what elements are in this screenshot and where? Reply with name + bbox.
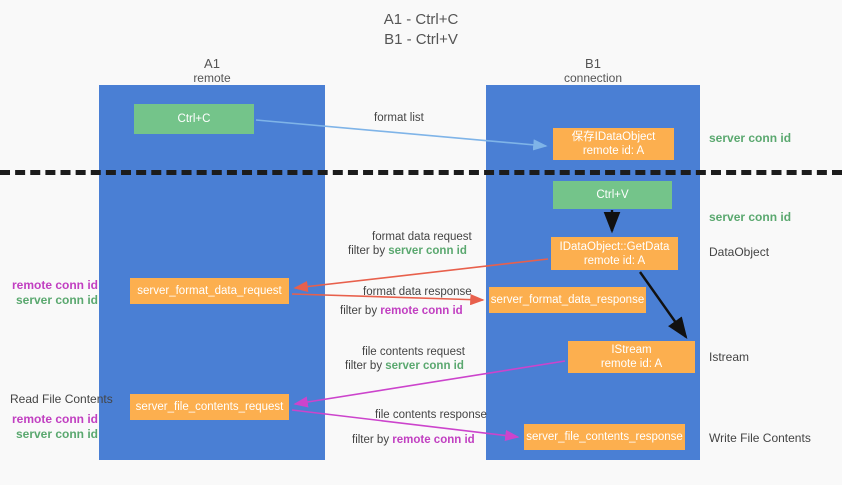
edge-label-file-contents-response: file contents response (375, 409, 487, 421)
lane-header-a1: A1 remote (99, 56, 325, 86)
annotation-read-file-contents: Read File Contents (10, 392, 113, 406)
node-ctrl-c[interactable]: Ctrl+C (134, 104, 254, 134)
filter-key-fdresp: remote conn id (380, 305, 463, 317)
lane-a1-name: A1 (204, 56, 220, 71)
edge-label-format-data-request: format data request (372, 231, 472, 243)
annotation-remote-conn-id-file: remote conn id (11, 412, 98, 426)
node-server-file-contents-response[interactable]: server_file_contents_response (524, 424, 685, 450)
node-getdata-line2: remote id: A (583, 254, 646, 267)
node-istream-line2: remote id: A (600, 358, 663, 370)
filter-prefix-fdreq: filter by (348, 245, 389, 257)
node-server-format-data-request[interactable]: server_format_data_request (130, 278, 289, 304)
filter-prefix-fcresp: filter by (352, 434, 393, 446)
node-server-file-contents-request[interactable]: server_file_contents_request (130, 394, 289, 420)
lane-b1-name: B1 (585, 56, 601, 71)
filter-prefix-fcreq: filter by (345, 360, 386, 372)
edge-label-format-data-response: format data response (363, 286, 472, 298)
edge-label-file-contents-request-filter: filter by server conn id (345, 359, 464, 374)
node-ctrl-c-label: Ctrl+C (177, 113, 211, 125)
node-save-idataobject-line1: 保存IDataObject (571, 131, 656, 143)
node-save-idataobject[interactable]: 保存IDataObject remote id: A (553, 128, 674, 160)
node-istream-line1: IStream (611, 344, 652, 356)
edge-label-format-list: format list (374, 112, 424, 124)
annotation-remote-conn-id-format: remote conn id (11, 278, 98, 292)
annotation-write-file-contents: Write File Contents (709, 431, 811, 445)
node-server-format-data-response-label: server_format_data_response (490, 294, 645, 306)
edge-label-file-contents-request: file contents request (362, 346, 465, 358)
annotation-server-conn-id-format: server conn id (15, 293, 98, 307)
node-server-format-data-response[interactable]: server_format_data_response (489, 287, 646, 313)
title-line-1: A1 - Ctrl+C (383, 11, 459, 28)
node-server-file-contents-request-label: server_file_contents_request (135, 401, 284, 413)
node-getdata-line1: IDataObject::GetData (559, 240, 670, 253)
node-server-file-contents-response-label: server_file_contents_response (526, 431, 683, 443)
annotation-istream: Istream (709, 350, 750, 364)
diagram-title: A1 - Ctrl+C B1 - Ctrl+V (0, 10, 842, 50)
node-save-idataobject-line2: remote id: A (582, 145, 645, 157)
filter-key-fcreq: server conn id (385, 360, 464, 372)
time-divider (0, 170, 842, 175)
annotation-server-conn-id-top: server conn id (709, 131, 792, 145)
lane-a1-sub: remote (193, 71, 231, 85)
filter-prefix-fdresp: filter by (340, 305, 381, 317)
node-server-format-data-request-label: server_format_data_request (137, 285, 282, 297)
node-ctrl-v-label: Ctrl+V (596, 189, 629, 201)
lane-b1-sub: connection (563, 71, 623, 85)
title-line-2: B1 - Ctrl+V (384, 31, 458, 48)
filter-key-fdreq: server conn id (388, 245, 467, 257)
node-idataobject-getdata[interactable]: IDataObject::GetData remote id: A (551, 237, 678, 270)
filter-key-fcresp: remote conn id (392, 434, 475, 446)
annotation-conn-ids-file: remote conn id server conn id (10, 412, 98, 442)
edge-label-file-contents-response-filter: filter by remote conn id (352, 433, 475, 448)
node-ctrl-v[interactable]: Ctrl+V (553, 181, 672, 209)
edge-label-format-data-response-filter: filter by remote conn id (340, 304, 463, 319)
annotation-server-conn-id-file: server conn id (15, 427, 98, 441)
edge-label-format-data-request-filter: filter by server conn id (348, 244, 467, 259)
annotation-server-conn-id-paste: server conn id (709, 210, 792, 224)
annotation-conn-ids-format: remote conn id server conn id (10, 278, 98, 308)
annotation-dataobject: DataObject (709, 245, 770, 259)
lane-header-b1: B1 connection (486, 56, 700, 86)
node-istream[interactable]: IStream remote id: A (568, 341, 695, 373)
